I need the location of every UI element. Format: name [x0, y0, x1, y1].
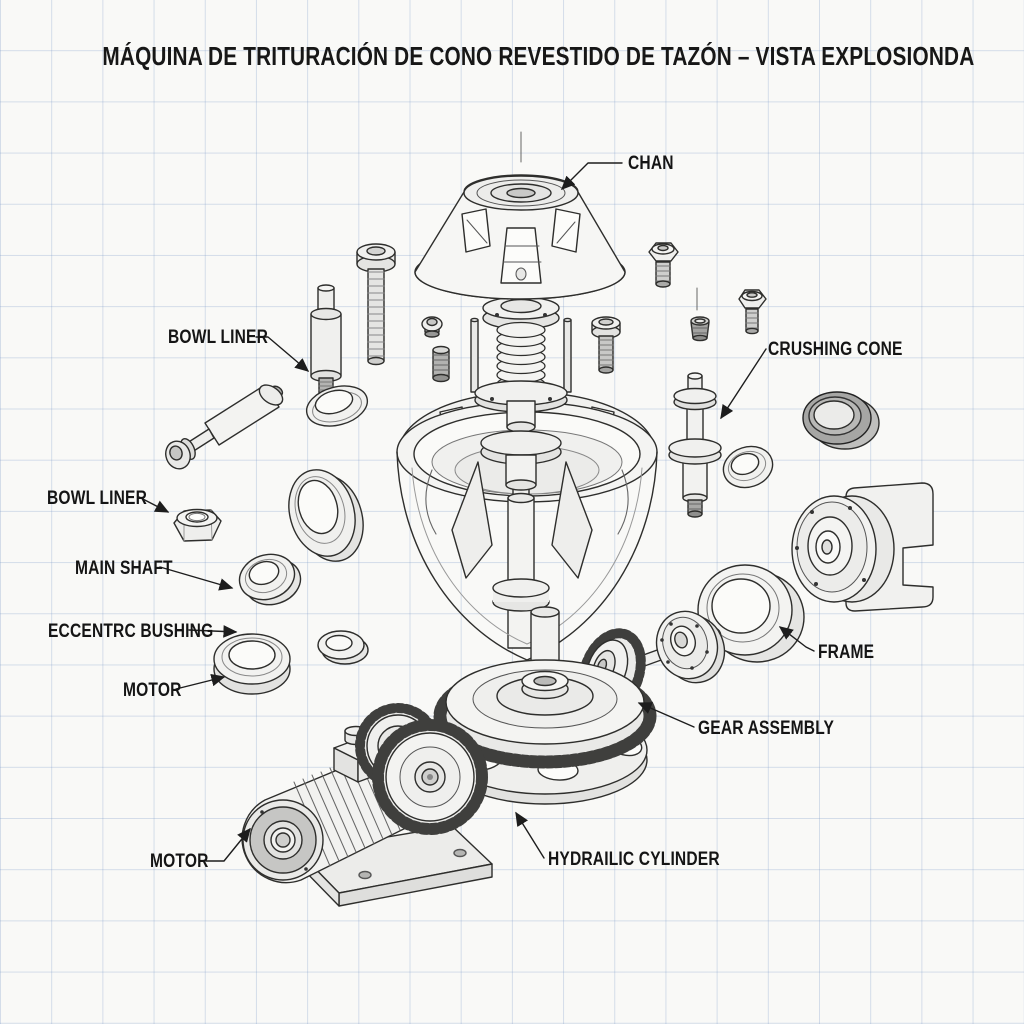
fastener-threaded-sleeve: [432, 345, 450, 383]
diagram-title: MÁQUINA DE TRITURACIÓN DE CONO REVESTIDO…: [102, 41, 975, 71]
label-hydraulic-cylinder: HYDRAILIC CYLINDER: [548, 849, 720, 870]
collar-ring: [305, 385, 369, 427]
bearing-ring-left: [288, 469, 364, 562]
main-shaft-ring: [238, 553, 302, 606]
gear-cluster-left: [355, 703, 488, 835]
crushing-cone-shaft: [668, 372, 722, 518]
fastener-standoff-pin: [310, 284, 342, 400]
pin-with-nut: [165, 384, 284, 470]
dark-bearing-ring: [802, 391, 880, 450]
fastener-hex-bolt-upper-right: [648, 242, 679, 288]
label-eccentric-bushing: ECCENTRC BUSHING: [48, 621, 214, 642]
label-bowl-liner-left: BOWL LINER: [47, 488, 148, 509]
fastener-long-bolt-right: [591, 316, 621, 374]
fastener-long-bolt-left: [356, 243, 396, 366]
label-bowl-liner-top: BOWL LINER: [168, 327, 269, 348]
fastener-plug: [690, 316, 710, 342]
fastener-button-bolt: [421, 316, 443, 338]
frame-ring: [697, 564, 805, 663]
washer-ring: [722, 445, 774, 489]
label-motor-bottom: MOTOR: [150, 851, 209, 872]
leader-lines: [138, 162, 815, 862]
drive-housing: [791, 482, 934, 612]
hex-nut: [173, 508, 222, 542]
label-frame: FRAME: [818, 642, 875, 663]
eccentric-bushing-ring: [213, 633, 291, 695]
fastener-hex-bolt-far-right: [738, 289, 767, 335]
label-motor-left: MOTOR: [123, 680, 182, 701]
small-ring-lower-left: [317, 630, 369, 665]
label-crushing-cone: CRUSHING CONE: [768, 339, 903, 360]
label-chan: CHAN: [628, 153, 674, 174]
label-main-shaft: MAIN SHAFT: [75, 558, 173, 579]
main-gear: [433, 606, 657, 805]
label-gear-assembly: GEAR ASSEMBLY: [698, 718, 835, 739]
feed-cone: [414, 174, 626, 300]
